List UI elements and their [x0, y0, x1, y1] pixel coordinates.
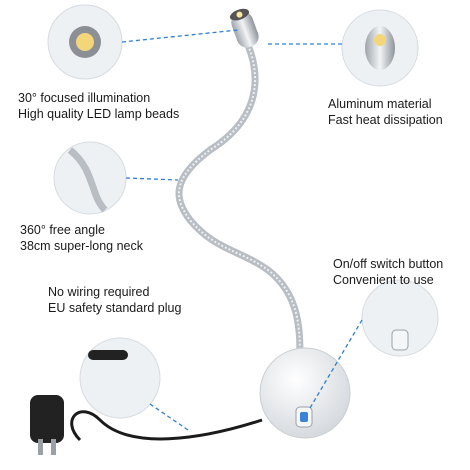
eu-plug: [30, 395, 64, 455]
inset-switch: [361, 279, 439, 357]
caption-switch: On/off switch button Convenient to use: [333, 257, 444, 287]
wall-base: [259, 347, 351, 439]
gooseneck-arm: [175, 41, 304, 364]
caption-angle: 360° free angle 38cm super-long neck: [20, 223, 143, 253]
callout-lines: [121, 29, 363, 431]
power-cable: [70, 410, 263, 442]
caption-material: Aluminum material Fast heat dissipation: [328, 97, 443, 127]
caption-plug: No wiring required EU safety standard pl…: [48, 285, 182, 315]
lamp-head: [229, 8, 259, 48]
caption-illumination: 30° focused illumination High quality LE…: [18, 91, 180, 121]
